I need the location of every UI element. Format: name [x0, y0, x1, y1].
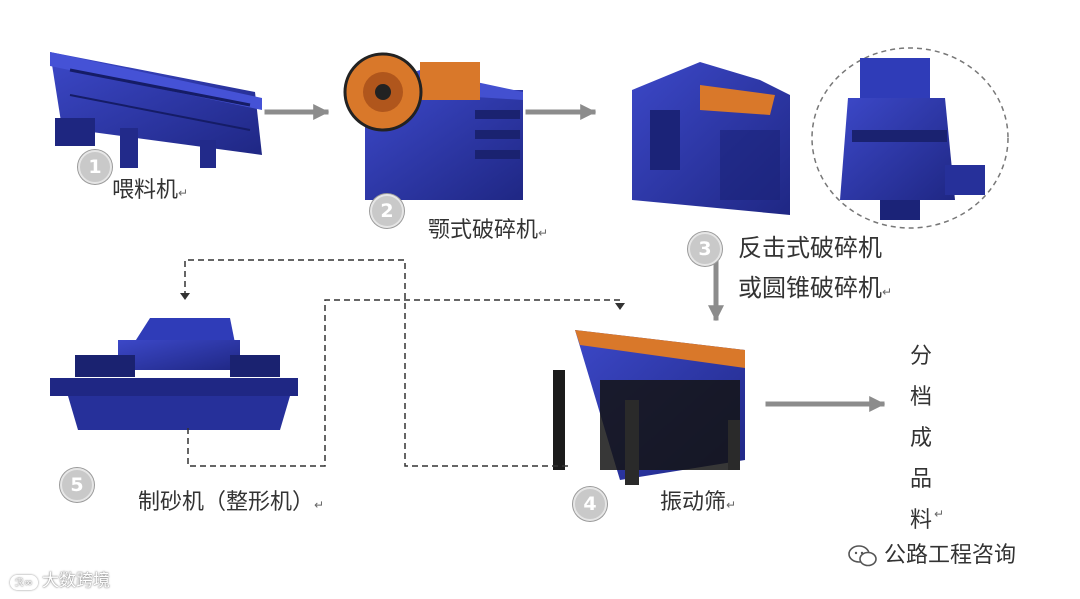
step-label-impact-crusher: 反击式破碎机 或圆锥破碎机↵: [738, 228, 892, 312]
watermark-bottom-left-text: 大数跨境: [42, 571, 110, 591]
sand-making-machine-image: [50, 318, 298, 430]
wechat-icon: [848, 544, 878, 568]
step-number-badge-3: 3: [688, 232, 722, 266]
vibrating-screen-machine-image: [553, 330, 745, 485]
return-mark: ↵: [314, 498, 324, 512]
dashed-arrowhead-down-screen: [615, 303, 625, 310]
step-label-impact-crusher-line2-row: 或圆锥破碎机↵: [738, 268, 892, 312]
impact-crusher-machine-image: [632, 62, 790, 215]
return-mark: ↵: [726, 498, 736, 512]
cone-crusher-machine-image: [812, 48, 1008, 228]
output-label-text: 分档成品料: [910, 344, 932, 533]
watermark-bottom-left: ℛ∞ 大数跨境: [10, 566, 110, 591]
weibo-icon: ℛ∞: [10, 575, 38, 590]
step-number-badge-1: 1: [78, 150, 112, 184]
watermark-bottom-right-text: 公路工程咨询: [884, 543, 1016, 568]
step-label-cone-crusher-line2: 或圆锥破碎机: [738, 274, 882, 302]
feeder-machine-image: [50, 52, 262, 168]
step-label-jaw-crusher-text: 颚式破碎机: [428, 218, 538, 243]
output-label-graded-products: 分档成品料↵: [906, 336, 936, 541]
return-mark: ↵: [934, 494, 944, 535]
step-label-sand-maker: 制砂机（整形机）↵: [138, 484, 324, 516]
return-mark: ↵: [178, 186, 188, 200]
step-label-sand-maker-text: 制砂机（整形机）: [138, 490, 314, 515]
step-label-feeder: 喂料机↵: [112, 172, 188, 204]
watermark-bottom-right: 公路工程咨询: [848, 537, 1016, 569]
return-mark: ↵: [882, 285, 892, 299]
step-label-jaw-crusher: 颚式破碎机↵: [428, 212, 548, 244]
jaw-crusher-machine-image: [345, 54, 523, 200]
step-number-badge-4: 4: [573, 487, 607, 521]
step-number-badge-2: 2: [370, 194, 404, 228]
step-label-vibrating-screen: 振动筛↵: [660, 484, 736, 516]
step-label-feeder-text: 喂料机: [112, 178, 178, 203]
step-label-impact-crusher-line1: 反击式破碎机: [738, 228, 892, 268]
step-number-badge-5: 5: [60, 468, 94, 502]
step-label-vibrating-screen-text: 振动筛: [660, 490, 726, 515]
return-mark: ↵: [538, 226, 548, 240]
dashed-arrowhead-down-sandmaker: [180, 293, 190, 300]
